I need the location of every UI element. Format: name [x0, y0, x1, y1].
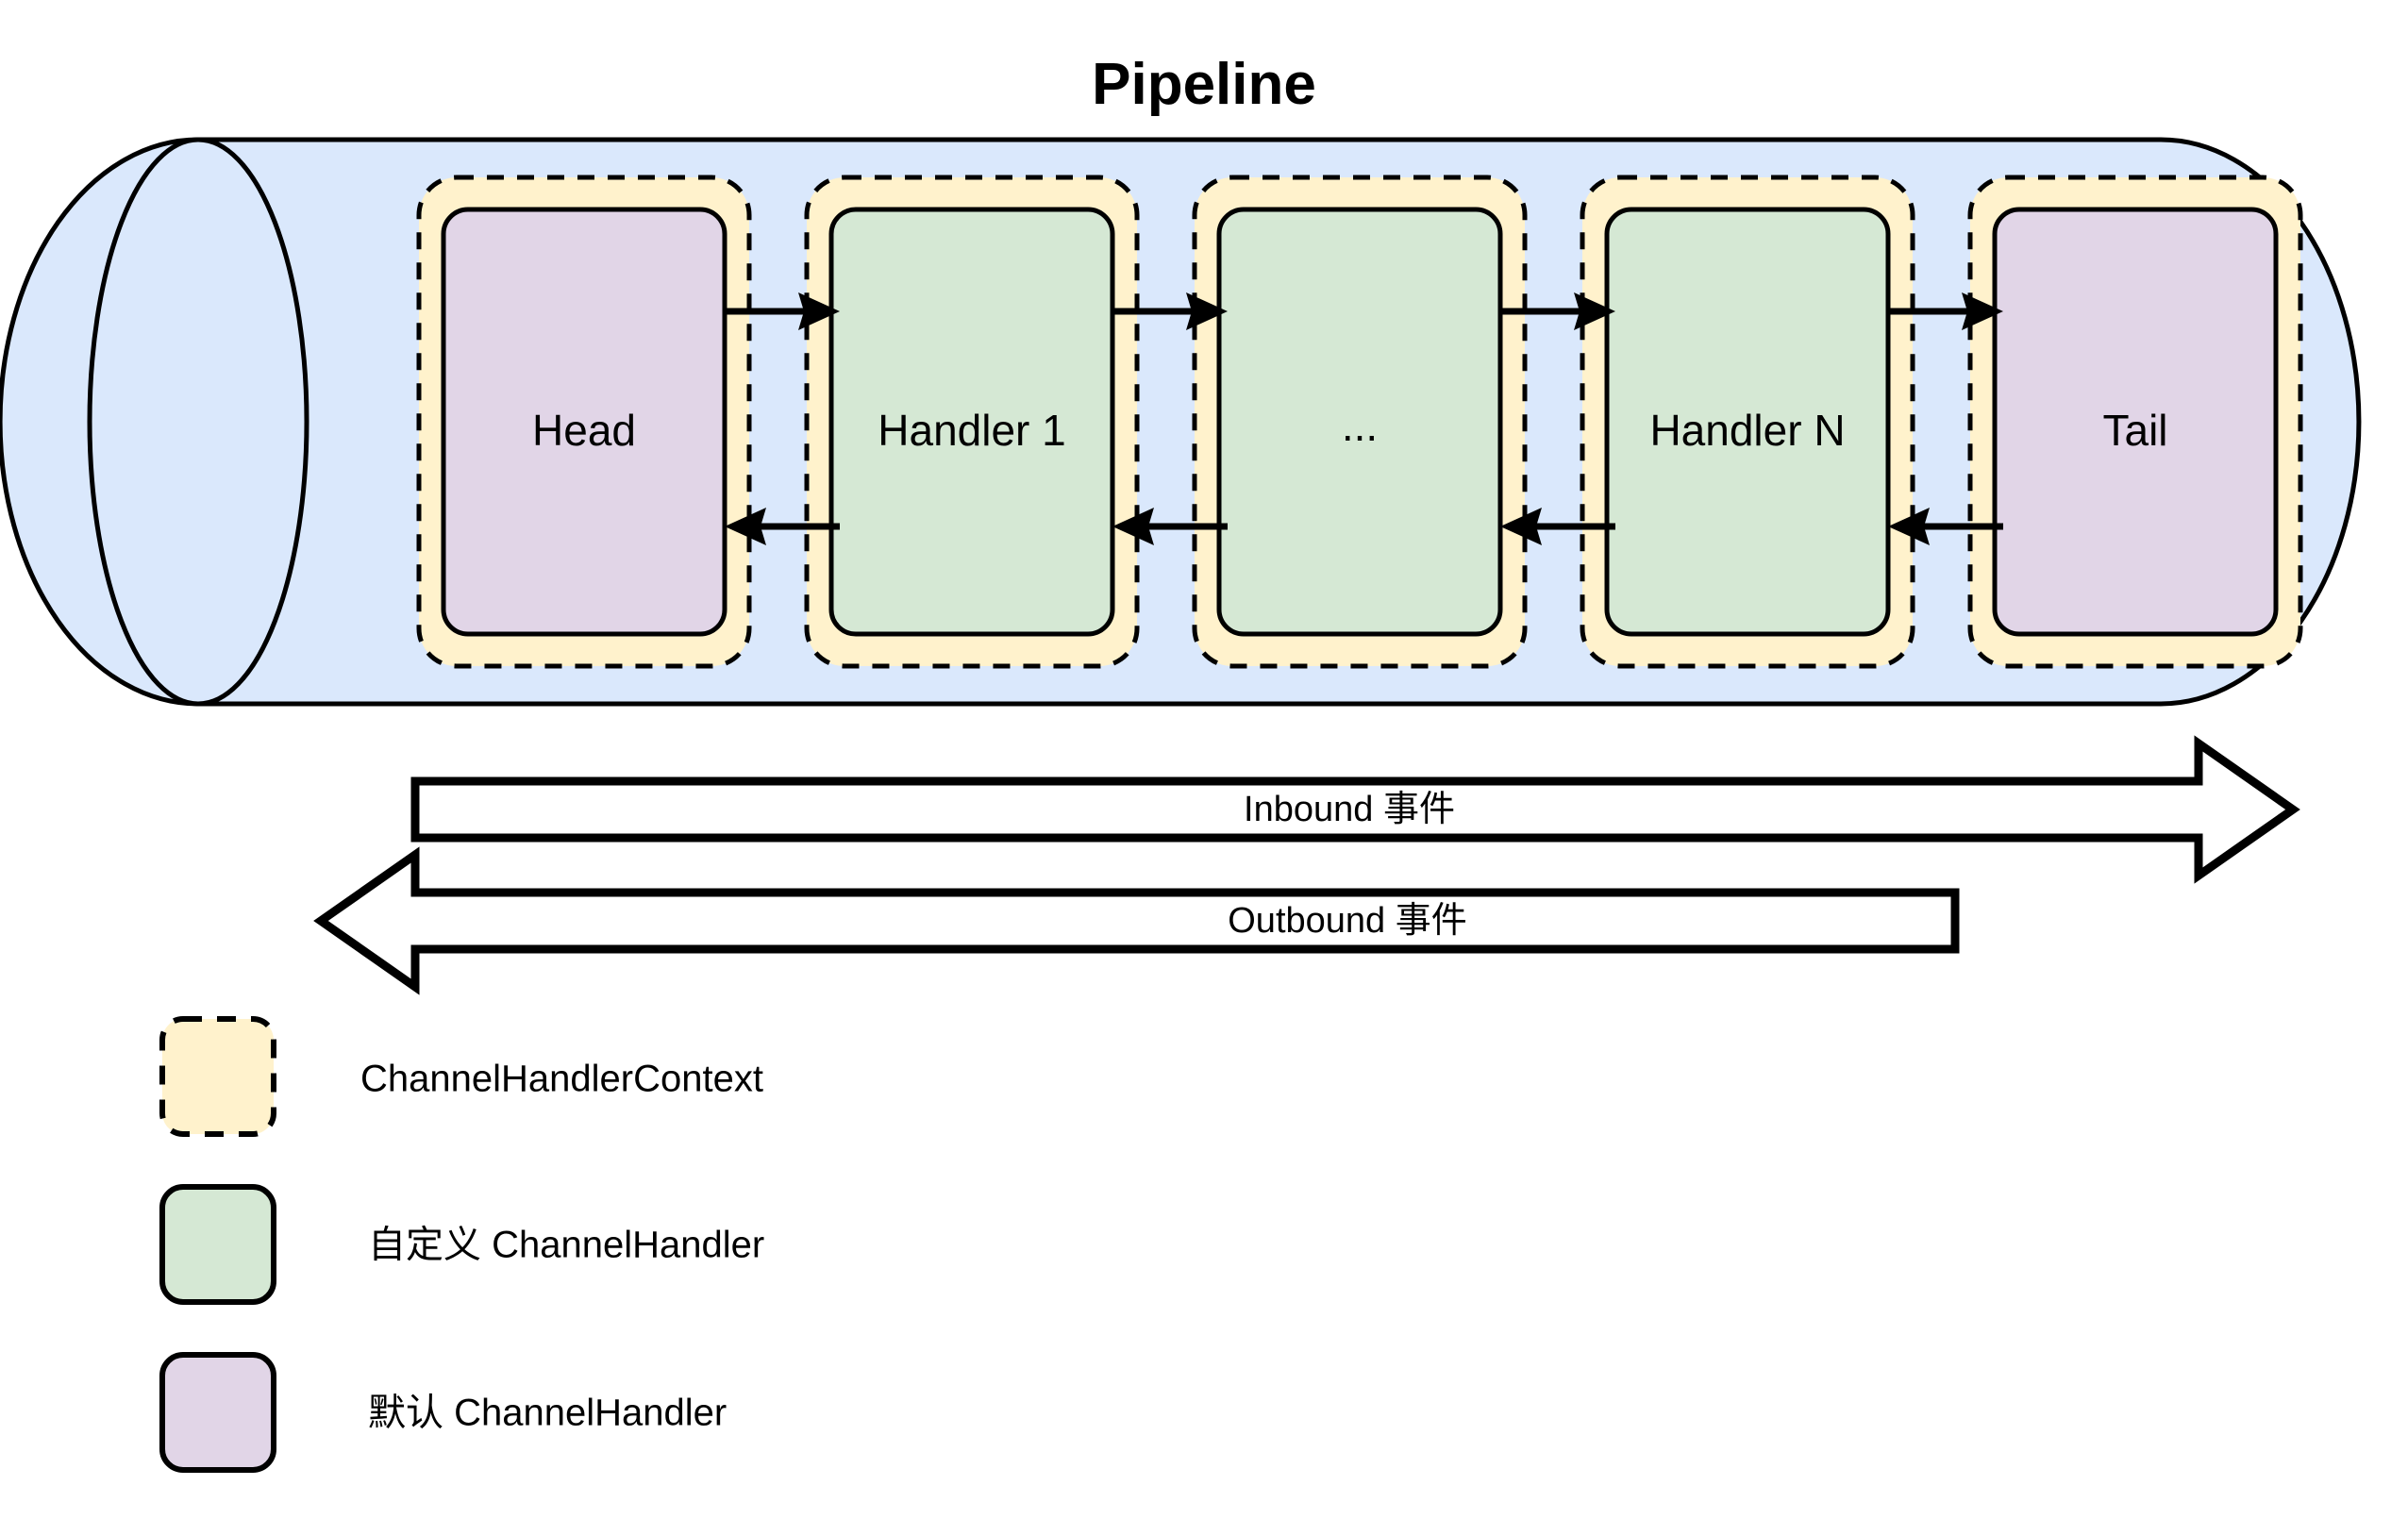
handler-box-head [441, 207, 727, 637]
outbound-flow-label: Outbound 事件 [1228, 901, 1466, 941]
outbound-arrow-shape [313, 846, 1960, 995]
handler-box-tail [1992, 207, 2279, 637]
handler-label-ellipsis: ... [1342, 401, 1378, 450]
connector-forward-2 [1112, 292, 1228, 330]
legend-swatch-custom [159, 1184, 276, 1305]
legend-label-context: ChannelHandlerContext [360, 1059, 763, 1100]
inbound-flow-arrow: Inbound 事件 [410, 735, 2300, 884]
legend-swatch-default [159, 1352, 276, 1473]
stage-connectors-forward [725, 292, 2003, 330]
connector-forward-1 [725, 292, 840, 330]
legend: ChannelHandlerContext 自定义 ChannelHandler… [159, 1016, 764, 1473]
outbound-label-backdrop [1200, 897, 1495, 944]
pipeline-stage-handler-n[interactable]: Handler N [1580, 175, 1915, 669]
handler-label-handler-n: Handler N [1649, 406, 1845, 455]
legend-item-custom-channel-handler: 自定义 ChannelHandler [159, 1184, 764, 1305]
legend-label-default: 默认 ChannelHandler [368, 1393, 727, 1434]
pipeline-stage-tail[interactable]: Tail [1967, 175, 2303, 669]
cylinder-left-cap [87, 137, 309, 707]
legend-swatch-context [159, 1016, 276, 1137]
diagram-title: Pipeline [1092, 52, 1316, 117]
handler-box-handler-1 [828, 207, 1115, 637]
inbound-flow-label: Inbound 事件 [1244, 790, 1455, 829]
inbound-label-backdrop [1217, 786, 1481, 833]
pipeline-stage-ellipsis[interactable]: ... [1192, 175, 1528, 669]
outbound-flow-arrow: Outbound 事件 [313, 846, 1960, 995]
handler-box-ellipsis [1216, 207, 1503, 637]
handler-box-handler-n [1604, 207, 1891, 637]
handler-label-head: Head [532, 406, 636, 455]
connector-backward-1 [725, 508, 840, 545]
connector-forward-4 [1888, 292, 2003, 330]
pipeline-stage-handler-1[interactable]: Handler 1 [804, 175, 1140, 669]
handler-label-handler-1: Handler 1 [878, 406, 1065, 455]
connector-forward-3 [1500, 292, 1615, 330]
legend-item-channel-handler-context: ChannelHandlerContext [159, 1016, 763, 1137]
stage-connectors-backward [725, 508, 2003, 545]
pipeline-stage-head[interactable]: Head [416, 175, 752, 669]
connector-backward-4 [1888, 508, 2003, 545]
legend-item-default-channel-handler: 默认 ChannelHandler [159, 1352, 727, 1473]
legend-label-custom: 自定义 ChannelHandler [368, 1225, 764, 1266]
handler-label-tail: Tail [2102, 406, 2167, 455]
connector-backward-3 [1500, 508, 1615, 545]
connector-backward-2 [1112, 508, 1228, 545]
